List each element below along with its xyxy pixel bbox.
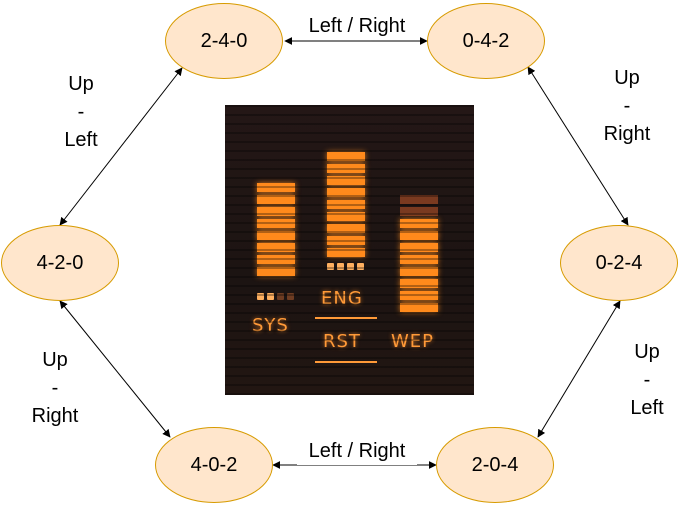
- edge-label-bottom-left: Up - Right: [24, 346, 86, 430]
- edge-label-line: -: [51, 377, 59, 399]
- sys-power-bar: [257, 183, 295, 279]
- rst-label: RST: [323, 331, 361, 352]
- eng-power-bar: [327, 152, 365, 260]
- power-segment: [327, 152, 365, 161]
- edge-label-line: Right: [31, 405, 79, 427]
- eng-label: ENG: [321, 288, 363, 309]
- eng-pips: [327, 263, 364, 270]
- power-segment: [400, 303, 438, 312]
- edge-label-line: Up: [634, 341, 660, 363]
- state-node-2-0-4: 2-0-4: [436, 427, 554, 503]
- power-segment: [327, 200, 365, 209]
- state-node-2-4-0: 2-4-0: [165, 3, 283, 79]
- power-segment: [400, 291, 438, 300]
- power-segment: [257, 207, 295, 216]
- power-segment: [400, 267, 438, 276]
- power-segment: [327, 176, 365, 185]
- power-segment: [400, 279, 438, 288]
- edge-label-line: -: [643, 369, 651, 391]
- power-segment: [327, 224, 365, 233]
- edge-label-line: -: [77, 101, 85, 123]
- pip: [337, 263, 344, 270]
- power-segment: [257, 219, 295, 228]
- edge-top-right: [527, 66, 629, 226]
- power-segment: [400, 207, 438, 216]
- power-segment: [327, 164, 365, 173]
- wep-label: WEP: [391, 331, 435, 352]
- power-segment: [257, 231, 295, 240]
- edge-label-bottom-right: Up - Left: [622, 338, 672, 422]
- power-segment: [257, 243, 295, 252]
- edge-label-line: Up: [614, 67, 640, 89]
- edge-label-line: -: [623, 95, 631, 117]
- sys-pips: [257, 293, 294, 300]
- power-segment: [327, 248, 365, 257]
- pip: [287, 293, 294, 300]
- edge-label-top-right: Up - Right: [596, 64, 658, 148]
- power-segment: [400, 195, 438, 204]
- edge-label-line: Left: [630, 397, 664, 419]
- rst-frame: [315, 317, 377, 363]
- pip: [267, 293, 274, 300]
- pip: [257, 293, 264, 300]
- edge-label-top-left: Up - Left: [56, 70, 106, 154]
- pip: [277, 293, 284, 300]
- edge-label-line: Left: [64, 129, 98, 151]
- edge-bottom-right: [537, 300, 621, 438]
- edge-label-line: Up: [42, 349, 68, 371]
- state-node-4-0-2: 4-0-2: [155, 427, 273, 503]
- pip: [327, 263, 334, 270]
- pip: [357, 263, 364, 270]
- state-node-4-2-0: 4-2-0: [1, 225, 119, 301]
- power-segment: [400, 231, 438, 240]
- power-segment: [400, 243, 438, 252]
- power-segment: [257, 183, 295, 192]
- wep-power-bar: [400, 195, 438, 315]
- state-node-0-4-2: 0-4-2: [427, 3, 545, 79]
- edge-label-line: Up: [68, 73, 94, 95]
- pip: [347, 263, 354, 270]
- power-segment: [257, 255, 295, 264]
- state-node-0-2-4: 0-2-4: [560, 225, 678, 301]
- power-panel-image: ENG SYS RST WEP: [225, 105, 474, 395]
- power-segment: [400, 255, 438, 264]
- edge-bottom-left: [59, 300, 171, 438]
- edge-label-top: Left / Right: [298, 12, 416, 40]
- power-segment: [327, 188, 365, 197]
- edge-label-line: Right: [603, 123, 651, 145]
- edge-label-bottom: Left / Right: [297, 437, 417, 465]
- power-segment: [257, 267, 295, 276]
- power-segment: [400, 219, 438, 228]
- power-segment: [327, 236, 365, 245]
- edge-top-left: [59, 67, 183, 226]
- sys-label: SYS: [252, 315, 289, 336]
- power-segment: [327, 212, 365, 221]
- power-segment: [257, 195, 295, 204]
